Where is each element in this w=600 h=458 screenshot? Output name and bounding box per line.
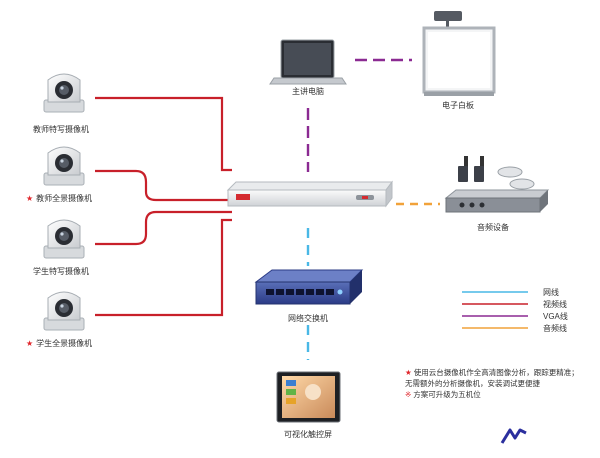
whiteboard-label: 电子白板: [442, 101, 474, 110]
camera-label-teacher-panorama: ★教师全景摄像机: [26, 193, 92, 204]
touch-screen-icon: [276, 371, 341, 423]
camera-label-teacher-panorama-text: 教师全景摄像机: [36, 194, 93, 203]
video-cable-cam4: [95, 218, 232, 317]
rack-recorder-icon: [226, 180, 393, 208]
video-cables: [95, 96, 232, 317]
network-switch-icon: [254, 269, 364, 305]
interactive-whiteboard-icon: [422, 11, 496, 96]
legend-label-vga: VGA线: [543, 312, 568, 321]
note-x-mark: ※: [405, 390, 412, 399]
camera-label-student-panorama: ★学生全景摄像机: [26, 338, 92, 349]
ptz-camera-icon: [43, 146, 85, 186]
note-star-line2: 无需额外的分析摄像机，安装调试更便捷: [405, 379, 540, 388]
camera-label-student-closeup: 学生特写摄像机: [33, 267, 89, 276]
video-cable-cam1: [95, 96, 232, 172]
star-mark: ★: [26, 194, 34, 203]
legend-label-audio: 音频线: [543, 324, 567, 333]
video-cable-cam2: [95, 169, 232, 202]
note-upgrade-text: 方案可升级为五机位: [413, 390, 481, 399]
note-upgrade-line: ※方案可升级为五机位: [405, 389, 579, 400]
notes-block: ★使用云台摄像机作全高清图像分析，跟踪更精准； 无需额外的分析摄像机，安装调试更…: [405, 367, 579, 400]
note-star-text1: 使用云台摄像机作全高清图像分析，跟踪更精准；: [413, 368, 579, 377]
ptz-camera-icon: [43, 291, 85, 331]
camera-label-student-panorama-text: 学生全景摄像机: [36, 339, 93, 348]
audio-label: 音频设备: [477, 223, 509, 232]
video-cable-cam3: [95, 210, 232, 246]
note-star-mark: ★: [405, 368, 412, 377]
touch-screen-label: 可视化触控屏: [284, 430, 332, 439]
note-star-line1: ★使用云台摄像机作全高清图像分析，跟踪更精准；: [405, 367, 579, 378]
zigzag-logo-icon: [500, 428, 527, 444]
star-mark: ★: [26, 339, 34, 348]
camera-label-teacher-closeup: 教师特写摄像机: [33, 125, 89, 134]
legend-swatches: [462, 291, 528, 329]
vga-cables: [306, 58, 412, 172]
laptop-label: 主讲电脑: [292, 87, 324, 96]
audio-mixer-icon: [444, 156, 550, 213]
legend-label-video: 视频线: [543, 300, 567, 309]
ptz-camera-icon: [43, 219, 85, 259]
laptop-icon: [269, 39, 347, 85]
ptz-camera-icon: [43, 73, 85, 113]
legend-label-network: 网线: [543, 288, 559, 297]
switch-label: 网络交换机: [288, 314, 328, 323]
